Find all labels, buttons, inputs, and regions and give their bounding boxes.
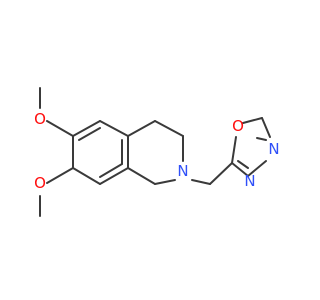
bond	[242, 117, 263, 124]
bond	[231, 136, 237, 164]
molecule-canvas: O O N O N N	[34, 87, 280, 217]
bond	[46, 167, 74, 184]
bond	[154, 120, 184, 137]
bond	[127, 120, 156, 137]
bond	[72, 167, 101, 185]
bond	[99, 167, 129, 185]
bond	[231, 162, 249, 177]
oxygen-atom-lower-label: O	[34, 174, 46, 192]
benzene-ring	[72, 120, 129, 185]
methylene-bond	[209, 162, 233, 185]
methoxy-lower	[39, 167, 74, 217]
tetrahydro-ring	[127, 120, 184, 185]
double-bond-inner	[99, 163, 123, 178]
oxadiazole-oxygen-label: O	[232, 117, 244, 135]
bond	[72, 120, 101, 137]
bond	[154, 179, 176, 185]
double-bond-inner	[78, 127, 101, 141]
double-bond-inner	[237, 160, 249, 169]
bond	[46, 120, 74, 137]
ring-nitrogen-label: N	[177, 162, 188, 180]
methoxy-upper	[39, 87, 74, 137]
bond	[247, 160, 267, 177]
bond	[261, 117, 271, 138]
double-bond-inner	[256, 137, 267, 141]
molecule-structure: O O N O N N	[34, 87, 280, 217]
oxygen-atom-upper-label: O	[34, 110, 46, 128]
oxadiazole-ring	[231, 117, 271, 177]
bond	[99, 120, 129, 137]
oxadiazole-nitrogen-upper-label: N	[268, 140, 279, 158]
methylene-bond	[191, 179, 211, 185]
oxadiazole-nitrogen-lower-label: N	[244, 172, 255, 190]
bond	[127, 167, 156, 185]
